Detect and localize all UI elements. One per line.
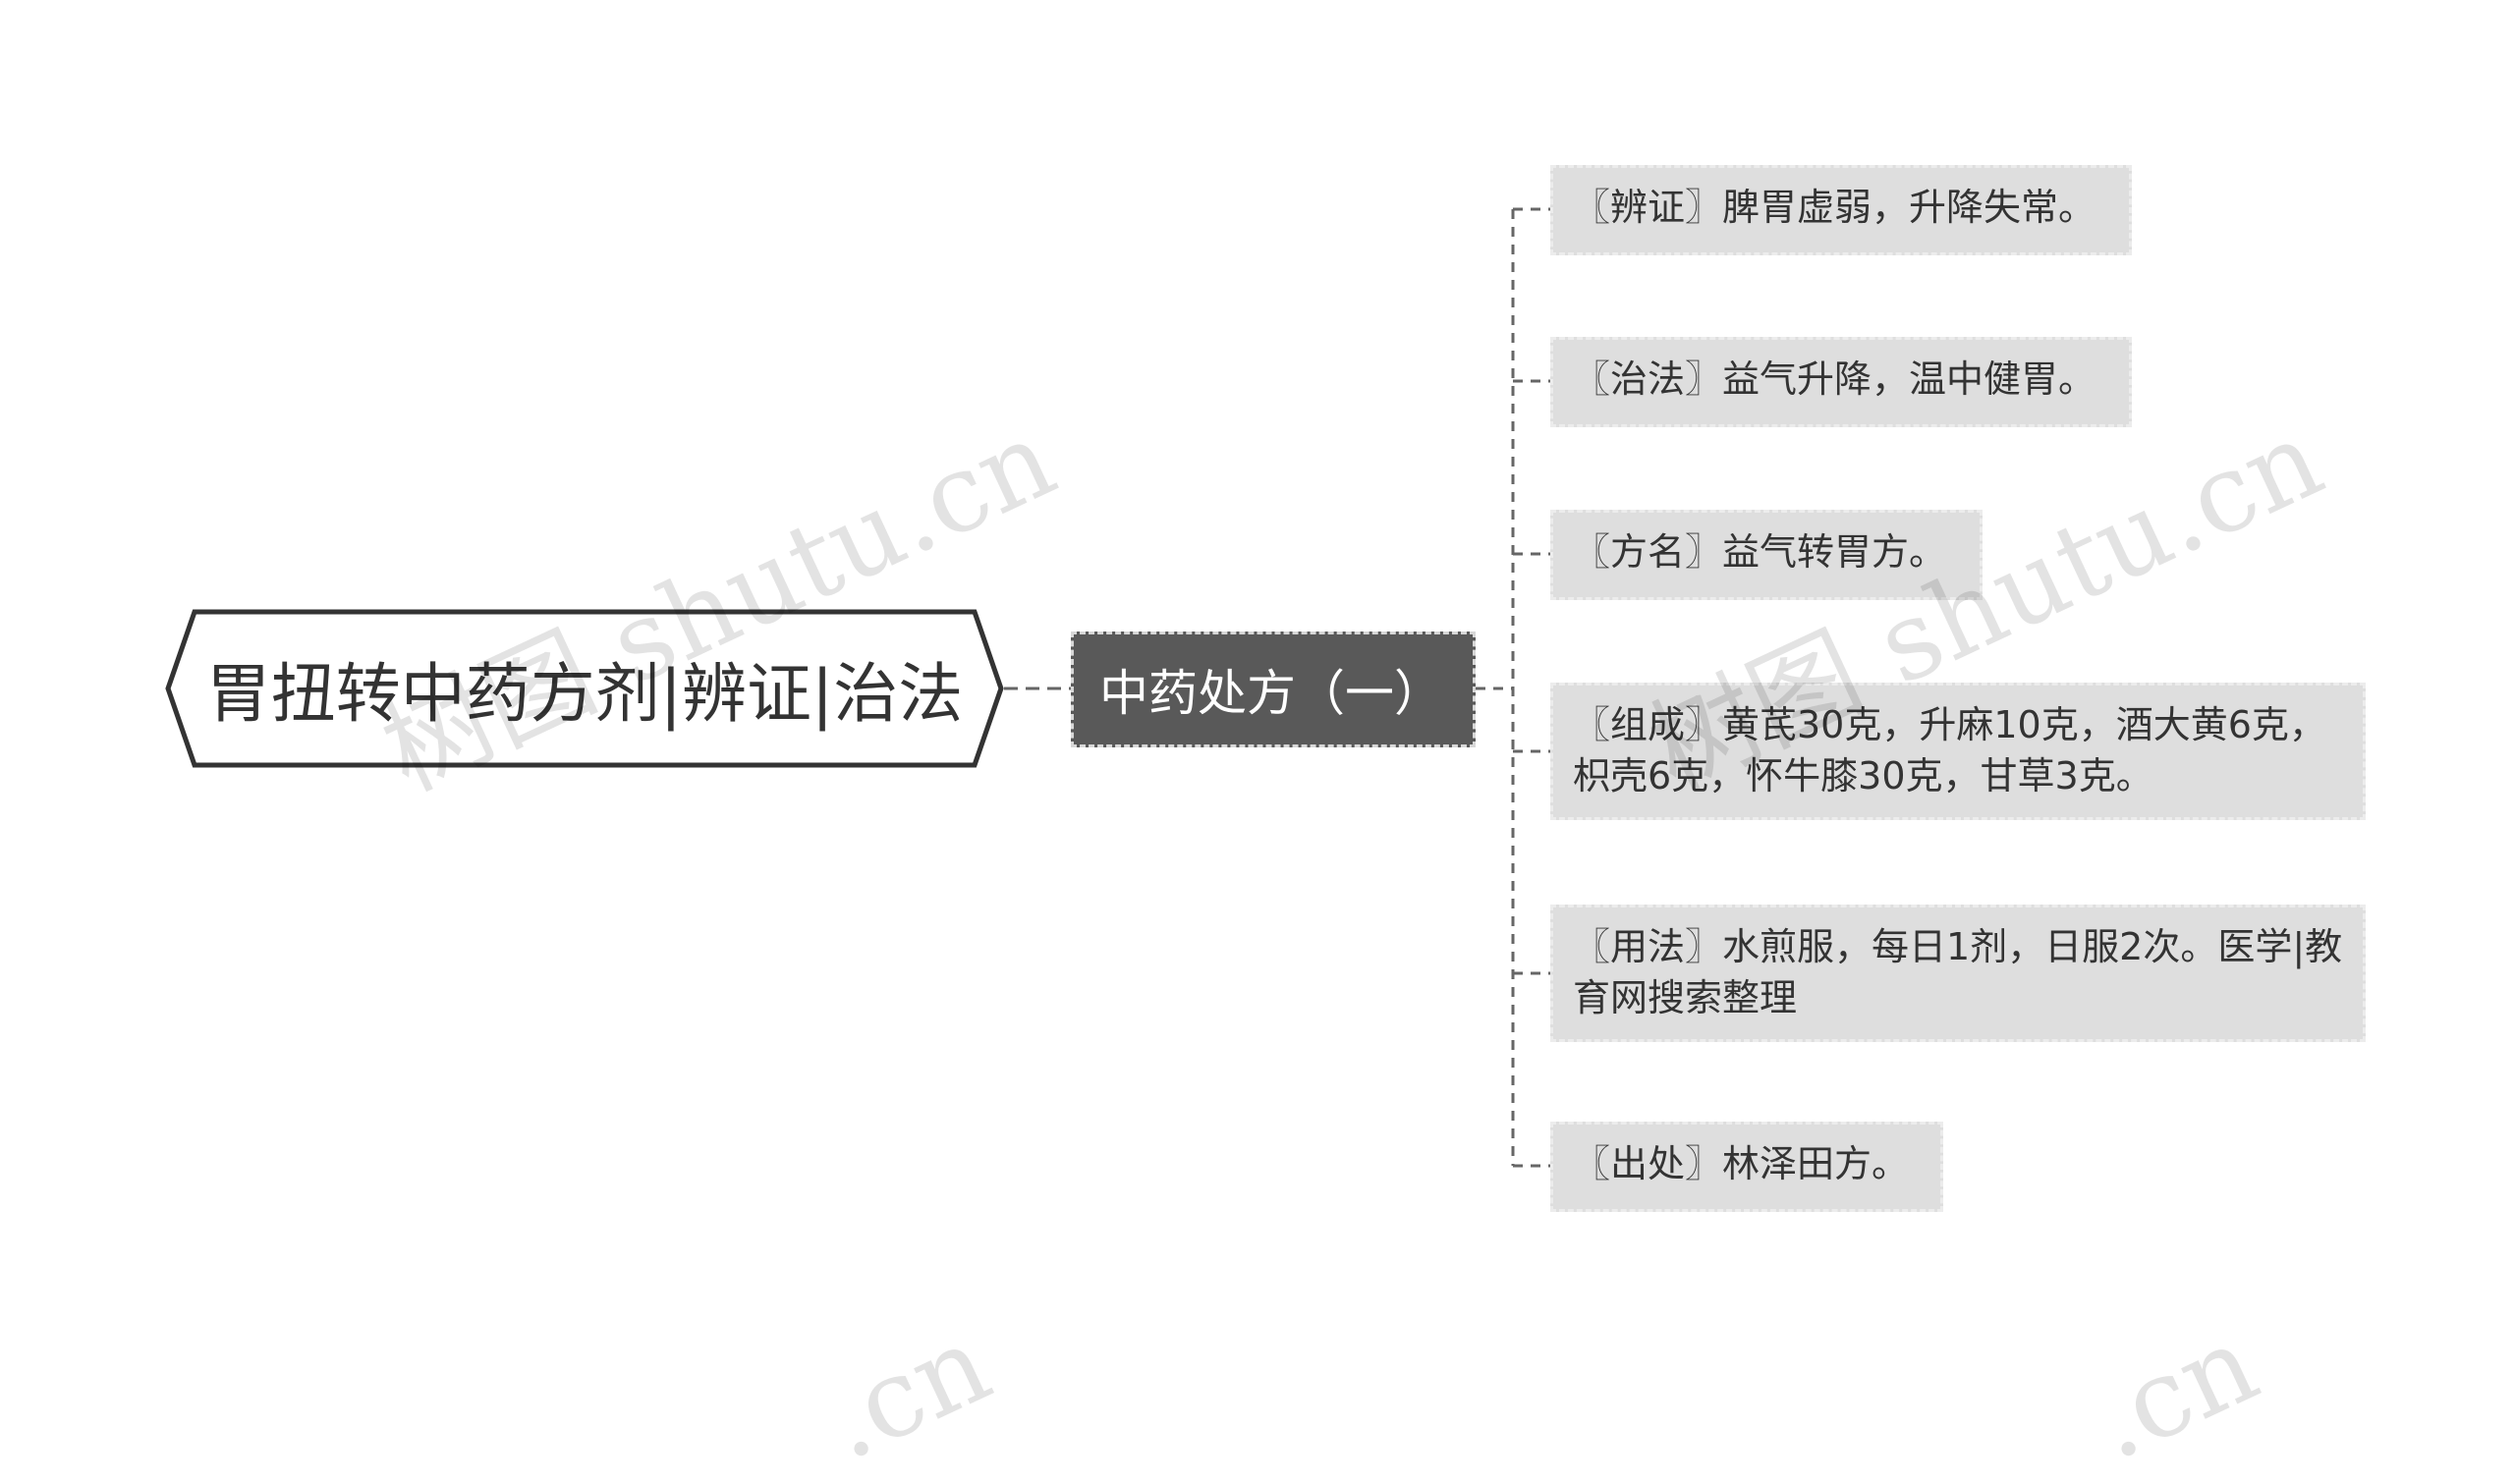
leaf-node-source[interactable]: 〖出处〗林泽田方。 bbox=[1550, 1122, 1943, 1212]
leaf-node-prescription-name[interactable]: 〖方名〗益气转胃方。 bbox=[1550, 510, 1983, 600]
leaf-node-composition[interactable]: 〖组成〗黄芪30克，升麻10克，酒大黄6克，枳壳6克，怀牛膝30克，甘草3克。 bbox=[1550, 683, 2366, 820]
connector-lines bbox=[1004, 207, 1550, 1168]
leaf-node-diagnosis[interactable]: 〖辨证〗脾胃虚弱，升降失常。 bbox=[1550, 165, 2132, 255]
leaf-node-treatment[interactable]: 〖治法〗益气升降，温中健胃。 bbox=[1550, 337, 2132, 427]
branch-node[interactable]: 中药处方（一） bbox=[1071, 632, 1476, 747]
root-node-label: 胃扭转中药方剂|辨证|治法 bbox=[205, 656, 964, 732]
mind-map-canvas: 胃扭转中药方剂|辨证|治法 中药处方（一） 〖辨证〗脾胃虚弱，升降失常。 〖治法… bbox=[165, 165, 2366, 1484]
leaf-node-usage[interactable]: 〖用法〗水煎服，每日1剂，日服2次。医学|教育网搜索整理 bbox=[1550, 905, 2366, 1042]
root-node[interactable]: 胃扭转中药方剂|辨证|治法 bbox=[165, 609, 1004, 768]
root-hexagon-shape bbox=[165, 609, 1004, 768]
